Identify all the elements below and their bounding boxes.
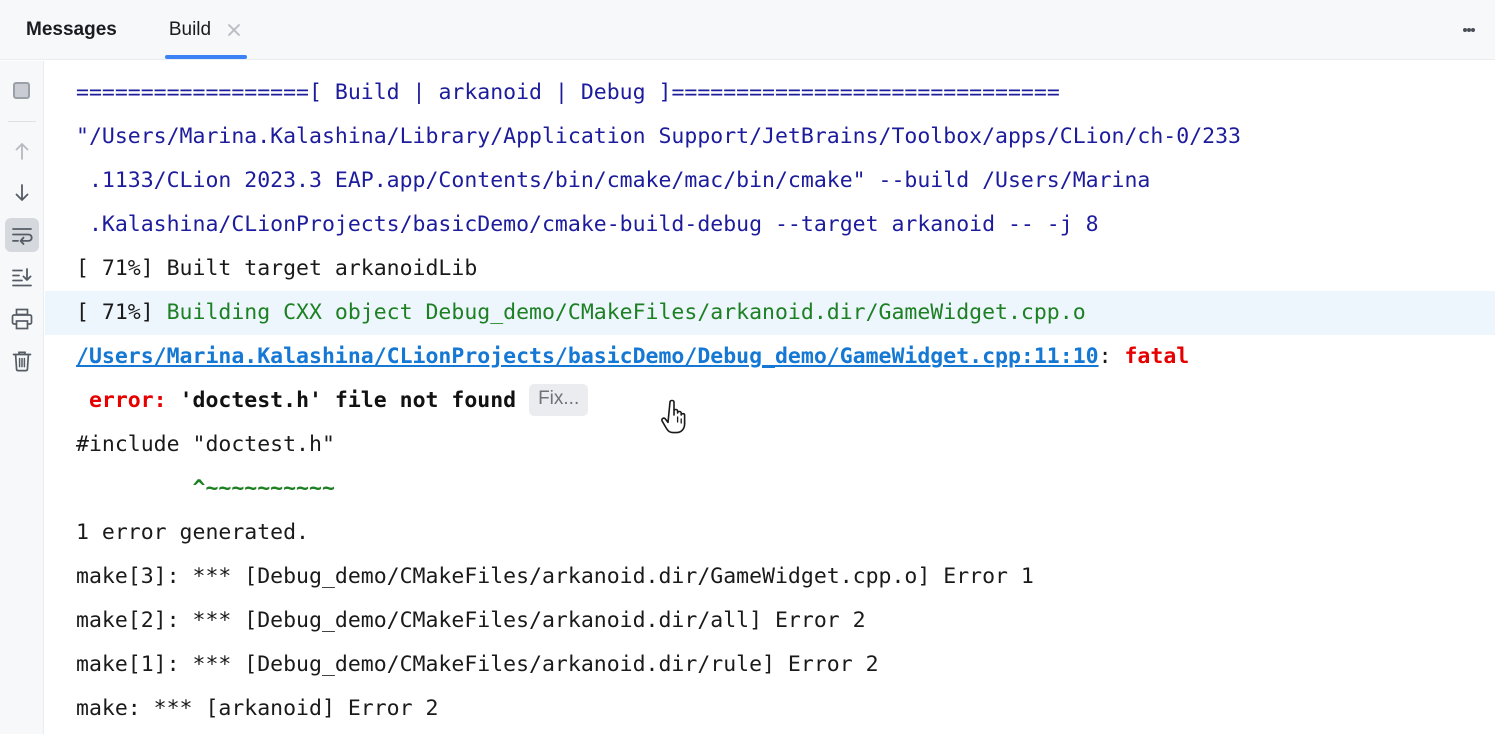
building-object-text: Building CXX object Debug_demo/CMakeFile… — [166, 300, 1086, 325]
toolbar-divider — [7, 121, 36, 122]
cmake-command-part-1: "/Users/Marina.Kalashina/Library/Applica… — [76, 124, 1241, 149]
tab-build-label: Build — [168, 18, 212, 40]
make-error-root: make: *** [arkanoid] Error 2 — [76, 696, 439, 721]
fatal-keyword: fatal — [1124, 344, 1190, 369]
tab-build[interactable]: Build — [143, 0, 269, 59]
build-banner-left: ================== — [76, 80, 309, 105]
caret-marker: ^~~~~~~~~~~ — [192, 476, 335, 501]
build-banner-title: [ Build | arkanoid | Debug ] — [309, 80, 672, 105]
console-line: .Kalashina/CLionProjects/basicDemo/cmake… — [45, 203, 1495, 247]
console-line: 1 error generated. — [45, 511, 1495, 555]
tab-messages-label: Messages — [26, 18, 117, 40]
console-line: /Users/Marina.Kalashina/CLionProjects/ba… — [45, 335, 1495, 379]
console-line: .1133/CLion 2023.3 EAP.app/Contents/bin/… — [45, 159, 1495, 203]
cmake-command-part-3: .Kalashina/CLionProjects/basicDemo/cmake… — [76, 212, 1099, 237]
include-source-line: #include "doctest.h" — [76, 432, 335, 457]
more-options-icon[interactable] — [1443, 0, 1495, 59]
console-line: make[2]: *** [Debug_demo/CMakeFiles/arka… — [45, 599, 1495, 643]
make-error-3: make[3]: *** [Debug_demo/CMakeFiles/arka… — [76, 564, 1034, 589]
build-banner-right: ============================== — [671, 80, 1060, 105]
tab-messages[interactable]: Messages — [0, 0, 143, 59]
arrow-down-icon — [15, 184, 28, 201]
console-line: make[3]: *** [Debug_demo/CMakeFiles/arka… — [45, 555, 1495, 599]
arrow-up-icon — [15, 143, 28, 160]
console-line: ==================[ Build | arkanoid | D… — [45, 71, 1495, 115]
error-keyword: error: — [88, 388, 167, 413]
more-dot-2 — [1467, 27, 1471, 32]
printer-icon — [11, 308, 32, 330]
console-line: "/Users/Marina.Kalashina/Library/Applica… — [45, 115, 1495, 159]
make-error-2: make[2]: *** [Debug_demo/CMakeFiles/arka… — [76, 608, 866, 633]
trash-icon — [12, 351, 31, 372]
error-message: 'doctest.h' file not found — [166, 388, 530, 413]
cmake-command-part-2: .1133/CLion 2023.3 EAP.app/Contents/bin/… — [76, 168, 1151, 193]
stop-button[interactable] — [5, 73, 39, 107]
console-toolbar — [0, 61, 44, 734]
fix-button[interactable]: Fix... — [529, 384, 589, 416]
console-line: error: 'doctest.h' file not found Fix... — [45, 379, 1495, 423]
close-icon[interactable] — [225, 21, 243, 39]
console-line: make: *** [arkanoid] Error 2 — [45, 687, 1495, 731]
error-separator: : — [1098, 344, 1125, 369]
print-button[interactable] — [5, 302, 39, 336]
clear-all-button[interactable] — [5, 344, 39, 378]
scroll-to-end-icon — [11, 268, 32, 287]
built-target-line: [ 71%] Built target arkanoidLib — [76, 256, 478, 281]
build-console-output[interactable]: ==================[ Build | arkanoid | D… — [45, 61, 1495, 734]
error-indent — [76, 388, 89, 413]
more-dot-1 — [1463, 27, 1467, 32]
caret-indent — [76, 476, 193, 501]
previous-occurrence-button[interactable] — [5, 134, 39, 168]
next-occurrence-button[interactable] — [5, 176, 39, 210]
console-line: make[1]: *** [Debug_demo/CMakeFiles/arka… — [45, 643, 1495, 687]
soft-wrap-button[interactable] — [4, 218, 39, 252]
soft-wrap-icon — [11, 228, 33, 245]
scroll-to-end-button[interactable] — [5, 260, 39, 294]
error-count-line: 1 error generated. — [76, 520, 309, 545]
console-line: ^~~~~~~~~~~ — [45, 467, 1495, 511]
progress-prefix: [ 71%] — [76, 300, 167, 325]
make-error-1: make[1]: *** [Debug_demo/CMakeFiles/arka… — [76, 652, 879, 677]
tab-bar: Messages Build — [0, 0, 1495, 60]
error-file-link[interactable]: /Users/Marina.Kalashina/CLionProjects/ba… — [76, 344, 1099, 369]
active-tab-indicator — [164, 55, 248, 59]
more-dot-3 — [1471, 27, 1475, 32]
stop-icon — [13, 81, 30, 99]
console-line: [ 71%] Built target arkanoidLib — [45, 247, 1495, 291]
console-line: #include "doctest.h" — [45, 423, 1495, 467]
console-line-selected: [ 71%] Building CXX object Debug_demo/CM… — [45, 291, 1495, 335]
